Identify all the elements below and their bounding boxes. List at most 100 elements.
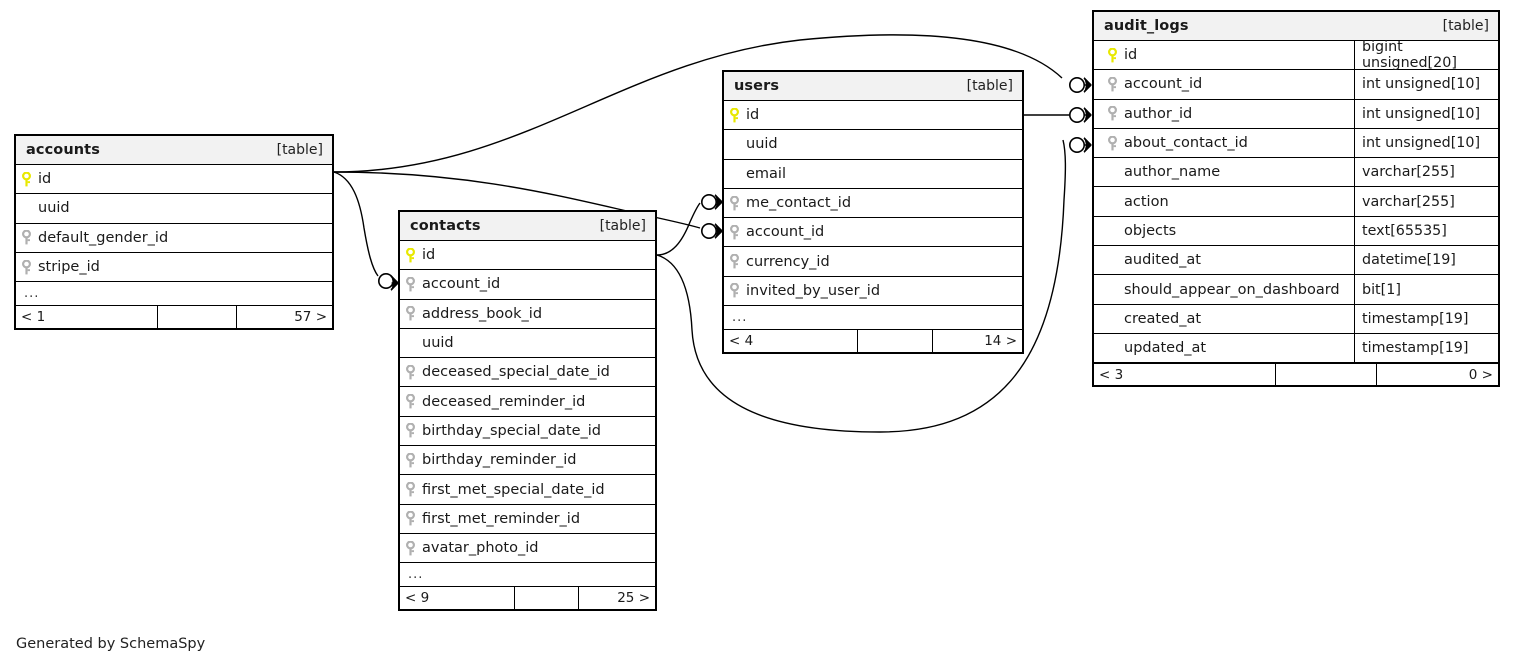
foreign-key-icon <box>400 387 420 415</box>
no-key-icon <box>724 160 744 188</box>
outgoing-relations-count: 14 > <box>984 333 1017 350</box>
foreign-key-icon <box>400 446 420 474</box>
column-row[interactable]: address_book_id <box>400 300 655 329</box>
column-name: currency_id <box>746 253 830 270</box>
column-row[interactable]: updated_at timestamp[19] <box>1094 333 1498 364</box>
column-row[interactable]: deceased_reminder_id <box>400 387 655 417</box>
column-row[interactable]: birthday_reminder_id <box>400 446 655 476</box>
foreign-key-icon <box>724 218 744 246</box>
column-name: updated_at <box>1124 340 1207 357</box>
column-name: deceased_special_date_id <box>422 364 610 381</box>
column-name: default_gender_id <box>38 229 169 246</box>
foreign-key-icon <box>400 505 420 533</box>
table-kind-label: [table] <box>966 78 1013 94</box>
column-row[interactable]: id <box>16 165 332 195</box>
column-name-cell: about_contact_id <box>1094 129 1354 157</box>
column-row[interactable]: should_appear_on_dashboard bit[1] <box>1094 275 1498 305</box>
column-type: int unsigned[10] <box>1354 70 1498 99</box>
table-contacts[interactable]: contacts [table] id account_id address_b… <box>398 210 657 612</box>
table-audit_logs[interactable]: audit_logs [table] id bigint unsigned[20… <box>1092 10 1500 388</box>
column-name: uuid <box>38 200 70 217</box>
edge-contacts-to-users <box>656 193 723 256</box>
column-row[interactable]: me_contact_id <box>724 189 1022 219</box>
more-columns-indicator: ... <box>400 563 655 588</box>
column-row[interactable]: first_met_special_date_id <box>400 475 655 505</box>
column-row[interactable]: account_id <box>400 270 655 300</box>
foreign-key-icon <box>724 277 744 305</box>
column-row[interactable]: uuid <box>400 329 655 359</box>
column-row[interactable]: uuid <box>724 130 1022 160</box>
column-row[interactable]: email <box>724 160 1022 189</box>
column-name: account_id <box>1124 76 1203 93</box>
incoming-relations-count: < 9 <box>400 587 515 610</box>
column-row[interactable]: invited_by_user_id <box>724 277 1022 307</box>
column-row[interactable]: audited_at datetime[19] <box>1094 246 1498 276</box>
column-row[interactable]: stripe_id <box>16 253 332 283</box>
column-name: action <box>1124 193 1169 210</box>
incoming-relations-count: < 4 <box>724 330 859 353</box>
column-row[interactable]: account_id <box>724 218 1022 248</box>
column-row[interactable]: action varchar[255] <box>1094 187 1498 217</box>
incoming-relations-count: < 1 <box>16 306 159 329</box>
column-row[interactable]: avatar_photo_id <box>400 534 655 564</box>
column-row[interactable]: author_name varchar[255] <box>1094 158 1498 188</box>
no-key-icon <box>400 329 420 357</box>
column-name-cell: created_at <box>1094 305 1354 333</box>
column-name-cell: objects <box>1094 217 1354 245</box>
primary-key-icon <box>16 165 36 193</box>
column-row[interactable]: id <box>400 241 655 271</box>
outgoing-relations-count: 57 > <box>294 309 327 326</box>
table-kind-label: [table] <box>276 142 323 158</box>
column-type: varchar[255] <box>1354 187 1498 216</box>
column-type: bit[1] <box>1354 275 1498 304</box>
column-row[interactable]: objects text[65535] <box>1094 216 1498 247</box>
column-row[interactable]: id bigint unsigned[20] <box>1094 39 1498 71</box>
column-type: text[65535] <box>1354 216 1498 246</box>
outgoing-relations-count: 25 > <box>617 590 650 607</box>
column-row[interactable]: account_id int unsigned[10] <box>1094 70 1498 100</box>
column-row[interactable]: first_met_reminder_id <box>400 505 655 534</box>
table-users[interactable]: users [table] id uuid email me_contact_i… <box>722 70 1024 355</box>
column-name: id <box>746 107 760 124</box>
foreign-key-icon <box>1102 135 1122 151</box>
column-row[interactable]: id <box>724 101 1022 131</box>
column-name: objects <box>1124 222 1177 239</box>
table-title: accounts <box>26 142 100 158</box>
column-type: timestamp[19] <box>1354 333 1498 363</box>
table-footer: < 1 57 > <box>16 306 332 329</box>
column-name: should_appear_on_dashboard <box>1124 281 1340 298</box>
column-row[interactable]: uuid <box>16 194 332 224</box>
footer-middle-cell <box>858 330 933 353</box>
foreign-key-icon <box>400 270 420 298</box>
foreign-key-icon <box>1102 106 1122 121</box>
foreign-key-icon <box>724 189 744 217</box>
column-name-cell: audited_at <box>1094 246 1354 274</box>
column-name: author_name <box>1124 164 1221 181</box>
foreign-key-icon <box>400 358 420 386</box>
primary-key-icon <box>400 241 420 269</box>
table-header-audit_logs: audit_logs [table] <box>1094 12 1498 41</box>
column-name: first_met_reminder_id <box>422 510 581 527</box>
column-type: datetime[19] <box>1354 246 1498 275</box>
table-title: contacts <box>410 218 481 234</box>
column-row[interactable]: about_contact_id int unsigned[10] <box>1094 128 1498 159</box>
table-accounts[interactable]: accounts [table] id uuid default_gender_… <box>14 134 334 331</box>
column-row[interactable]: created_at timestamp[19] <box>1094 304 1498 334</box>
column-row[interactable]: birthday_special_date_id <box>400 417 655 447</box>
footer-middle-cell <box>515 587 579 610</box>
edge-accounts-to-contacts <box>333 171 399 292</box>
column-name: uuid <box>746 136 778 153</box>
table-header-accounts: accounts [table] <box>16 136 332 165</box>
column-row[interactable]: currency_id <box>724 247 1022 277</box>
column-row[interactable]: deceased_special_date_id <box>400 358 655 388</box>
column-name: id <box>422 247 436 264</box>
column-name: address_book_id <box>422 305 543 322</box>
table-kind-label: [table] <box>1442 18 1489 34</box>
foreign-key-icon <box>400 534 420 562</box>
column-row[interactable]: author_id int unsigned[10] <box>1094 99 1498 129</box>
column-row[interactable]: default_gender_id <box>16 224 332 253</box>
table-kind-label: [table] <box>599 218 646 234</box>
column-type: timestamp[19] <box>1354 304 1498 333</box>
no-key-icon <box>16 194 36 222</box>
